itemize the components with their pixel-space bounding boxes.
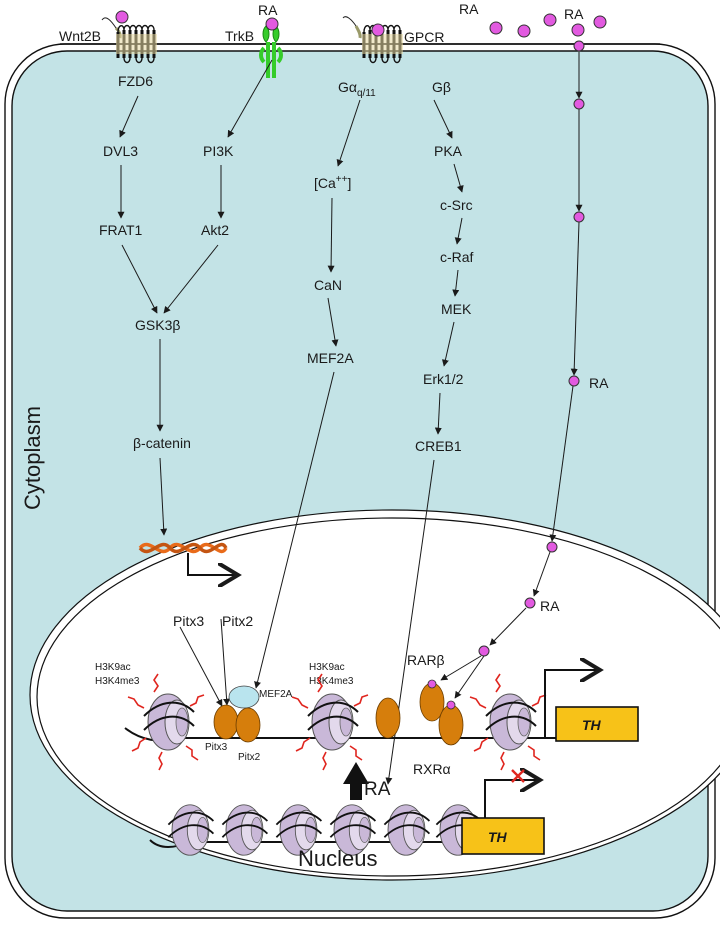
fzd6-receptor xyxy=(101,17,157,64)
beta-catenin-label: β-catenin xyxy=(133,435,191,451)
pi3k-label: PI3K xyxy=(203,143,234,159)
ra-bound-rarb xyxy=(427,679,437,689)
ra-induction-arrow xyxy=(343,762,369,800)
mef2a-label: MEF2A xyxy=(307,350,354,366)
creb1-factor xyxy=(375,697,401,739)
ra-transport-dots xyxy=(478,40,585,657)
ra-trkb-dot xyxy=(265,17,279,31)
ra-bound-rxra xyxy=(446,700,456,710)
craf-label: c-Raf xyxy=(440,249,474,265)
erk-label: Erk1/2 xyxy=(423,371,464,387)
th-active-label: TH xyxy=(582,717,602,733)
gsk3b-label: GSK3β xyxy=(135,317,180,333)
ra-top-label-1: RA xyxy=(459,1,479,17)
pitx2-label: Pitx2 xyxy=(222,613,253,629)
pitx3-label: Pitx3 xyxy=(173,613,204,629)
ra-nucleus-label: RA xyxy=(540,598,560,614)
wnt2b-ligand-dot xyxy=(115,10,129,24)
pka-label: PKA xyxy=(434,143,463,159)
th-inactive-label: TH xyxy=(488,829,508,845)
ra-mid-label: RA xyxy=(589,375,609,391)
mek-label: MEK xyxy=(441,301,472,317)
gpcr-receptor xyxy=(342,16,403,64)
cytoplasm-label: Cytoplasm xyxy=(20,406,45,510)
ra-induction-label: RA xyxy=(364,779,391,800)
rxra-factor xyxy=(438,704,464,746)
fzd6-label: FZD6 xyxy=(118,73,153,89)
h3k4me3-label-2: H3K4me3 xyxy=(309,676,354,687)
ra-gpcr-dot xyxy=(371,23,385,37)
dna-helix xyxy=(138,542,228,554)
trkb-label: TrkB xyxy=(225,28,254,44)
rxra-label: RXRα xyxy=(413,761,451,777)
trkb-receptor xyxy=(259,25,283,78)
mef2a-small-label: MEF2A xyxy=(259,689,293,700)
h3k9ac-label-2: H3K9ac xyxy=(309,662,345,673)
nucleus-envelope xyxy=(29,509,720,881)
nucleus-label: Nucleus xyxy=(298,846,377,871)
h3k9ac-label-1: H3K9ac xyxy=(95,662,131,673)
rarb-label: RARβ xyxy=(407,652,445,668)
promoter-arrow xyxy=(187,553,238,575)
gpcr-label: GPCR xyxy=(404,29,444,45)
ra-free-dot xyxy=(543,13,557,27)
frat1-label: FRAT1 xyxy=(99,222,143,238)
can-label: CaN xyxy=(314,277,342,293)
csrc-label: c-Src xyxy=(440,197,473,213)
blocked-x-icon xyxy=(511,769,525,783)
ra-trkb-label: RA xyxy=(258,2,278,18)
h3k4me3-label-1: H3K4me3 xyxy=(95,676,140,687)
th-active-box xyxy=(555,706,639,742)
pitx2-factor xyxy=(235,707,261,743)
ra-top-label-2: RA xyxy=(564,6,584,22)
th-inactive-box xyxy=(461,817,545,855)
creb1-label: CREB1 xyxy=(415,438,462,454)
dvl3-label: DVL3 xyxy=(103,143,138,159)
ra-free-dot xyxy=(489,21,503,35)
calcium-label: [Ca++] xyxy=(314,174,351,191)
gbeta-label: Gβ xyxy=(432,79,451,95)
akt2-label: Akt2 xyxy=(201,222,229,238)
ra-free-dot xyxy=(517,24,531,38)
ra-free-dot xyxy=(571,23,585,37)
mef2a-factor xyxy=(228,685,260,709)
nucleus-inner-envelope xyxy=(36,517,720,877)
galpha-label: Gαq/11 xyxy=(338,79,376,99)
pitx2-small-label: Pitx2 xyxy=(238,752,261,763)
th-active-arrow xyxy=(544,670,600,738)
pitx3-factor xyxy=(213,704,239,740)
ra-free-dot xyxy=(593,15,607,29)
pitx3-small-label: Pitx3 xyxy=(205,742,228,753)
wnt2b-label: Wnt2B xyxy=(59,28,101,44)
